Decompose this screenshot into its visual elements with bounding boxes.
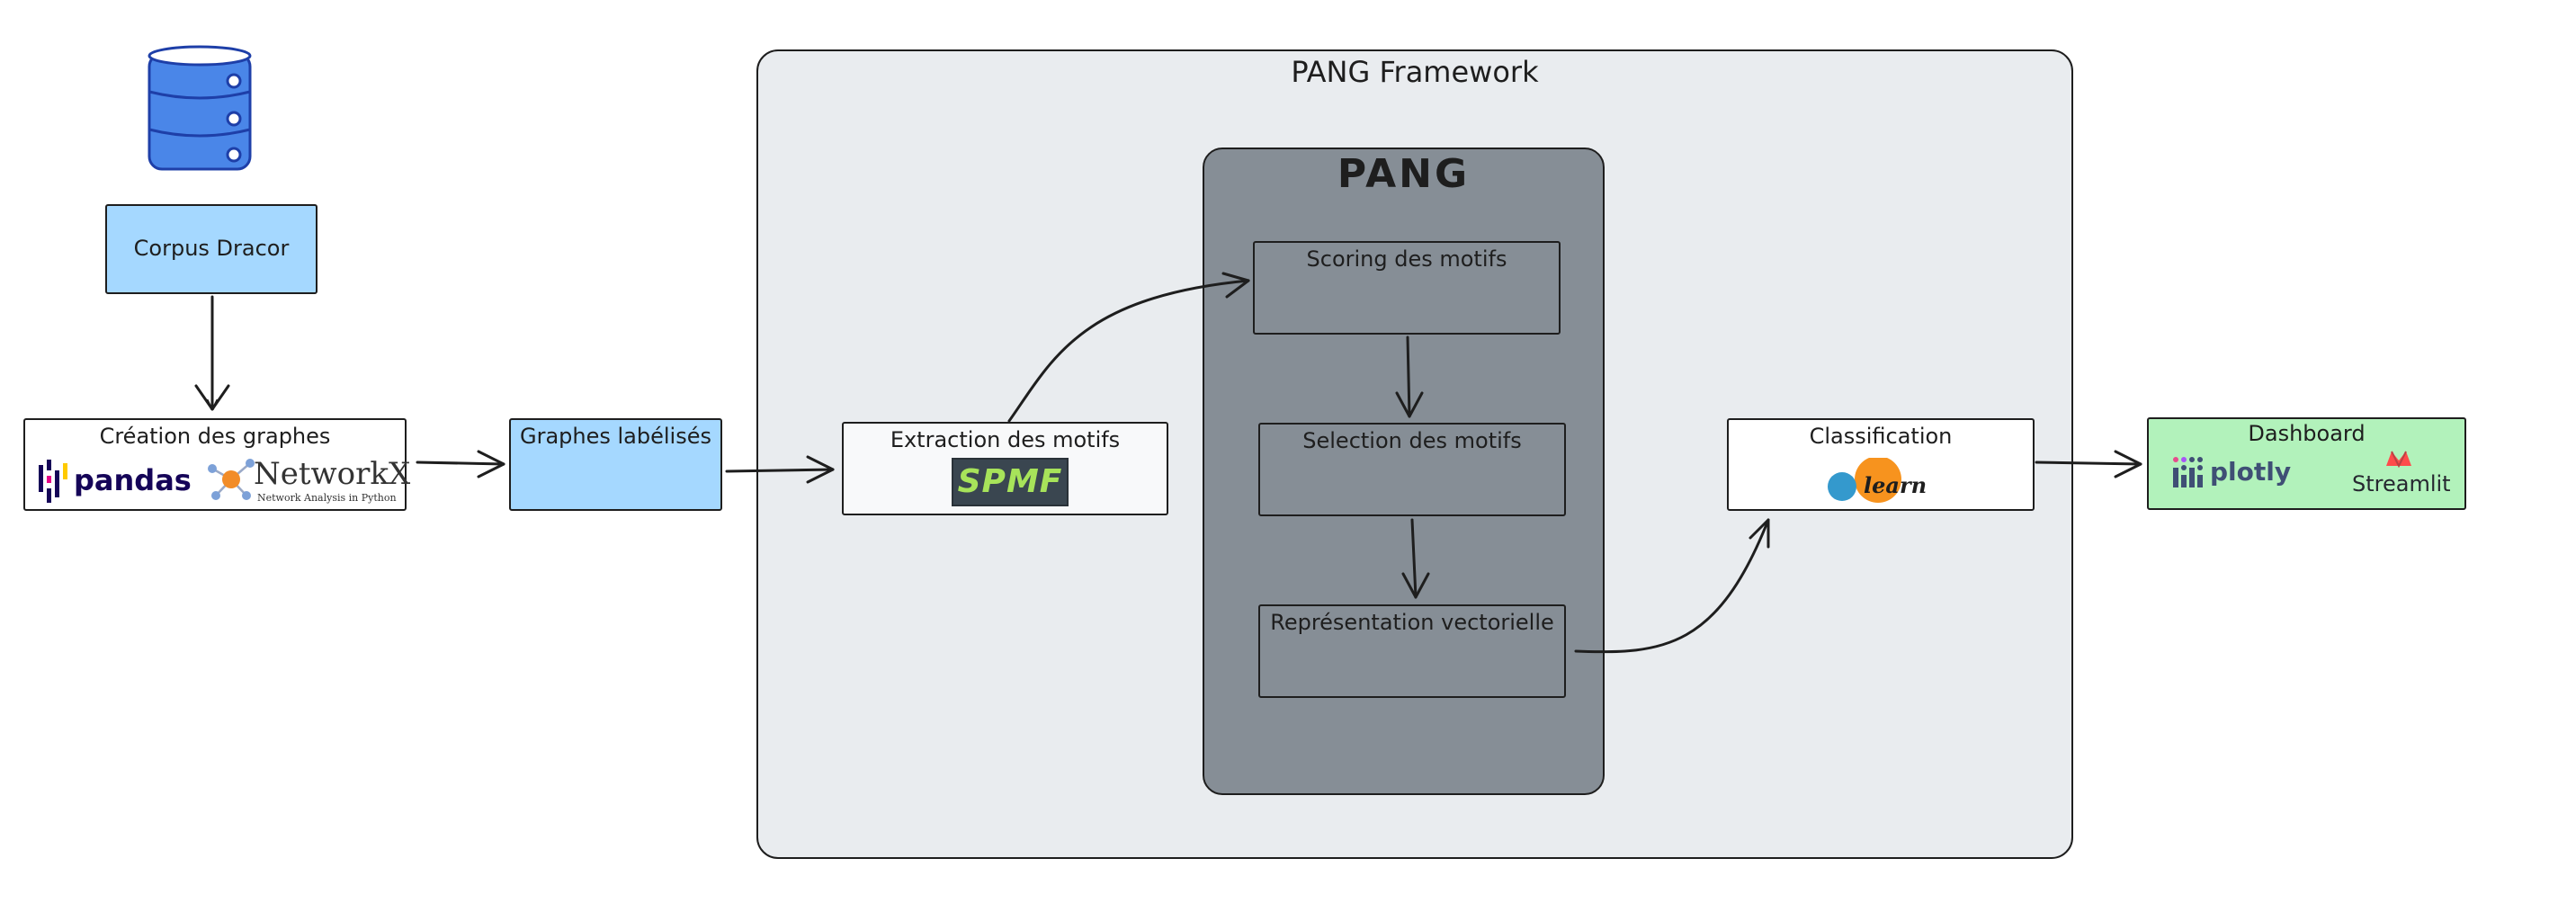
spmf-text: SPMF xyxy=(957,463,1063,500)
graphes-labelises-node: Graphes labélisés xyxy=(509,418,722,511)
extraction-motifs-label: Extraction des motifs xyxy=(890,427,1121,452)
classification-node: Classification learn xyxy=(1727,418,2035,511)
selection-motifs-node: Selection des motifs xyxy=(1258,423,1566,516)
extraction-motifs-node: Extraction des motifs SPMF xyxy=(842,422,1168,515)
dashboard-label: Dashboard xyxy=(2248,421,2366,446)
plotly-logo: plotly xyxy=(2172,457,2298,493)
selection-motifs-label: Selection des motifs xyxy=(1302,428,1522,453)
plotly-text: plotly xyxy=(2210,457,2292,487)
arrow-creation-to-graphes xyxy=(416,460,505,466)
arrow-graphes-to-extraction xyxy=(725,468,835,473)
arrow-representation-to-classification xyxy=(1574,518,1770,654)
arrow-selection-to-representation xyxy=(1410,518,1418,599)
networkx-logo: NetworkX Network Analysis in Python xyxy=(205,456,410,508)
corpus-dracor-node: Corpus Dracor xyxy=(105,204,318,294)
scoring-motifs-node: Scoring des motifs xyxy=(1253,241,1561,335)
networkx-subtext: Network Analysis in Python xyxy=(257,492,397,504)
arrow-classification-to-dashboard xyxy=(2035,460,2142,466)
classification-label: Classification xyxy=(1809,424,1953,449)
scikit-learn-logo: learn xyxy=(1824,458,1927,505)
spmf-logo: SPMF xyxy=(952,458,1069,506)
pandas-text: pandas xyxy=(74,463,192,497)
sklearn-text: learn xyxy=(1864,472,1928,498)
pandas-logo: pandas xyxy=(36,460,207,503)
arrow-extraction-to-scoring xyxy=(1007,279,1250,423)
corpus-dracor-label: Corpus Dracor xyxy=(133,236,290,261)
networkx-text: NetworkX xyxy=(254,456,411,492)
arrow-scoring-to-selection xyxy=(1406,335,1411,418)
creation-graphes-label: Création des graphes xyxy=(99,424,331,449)
dashboard-node: Dashboard plotly Streamlit xyxy=(2147,417,2466,510)
streamlit-text: Streamlit xyxy=(2352,471,2451,496)
scoring-motifs-label: Scoring des motifs xyxy=(1306,246,1507,272)
representation-vectorielle-node: Représentation vectorielle xyxy=(1258,604,1566,698)
pang-title: PANG xyxy=(1337,151,1471,197)
graphes-labelises-label: Graphes labélisés xyxy=(520,424,711,449)
framework-title: PANG Framework xyxy=(1291,55,1539,89)
database-icon xyxy=(144,45,255,175)
streamlit-logo: Streamlit xyxy=(2352,443,2451,502)
representation-vectorielle-label: Représentation vectorielle xyxy=(1270,610,1554,635)
creation-graphes-node: Création des graphes pandas NetworkX Net… xyxy=(23,418,410,511)
